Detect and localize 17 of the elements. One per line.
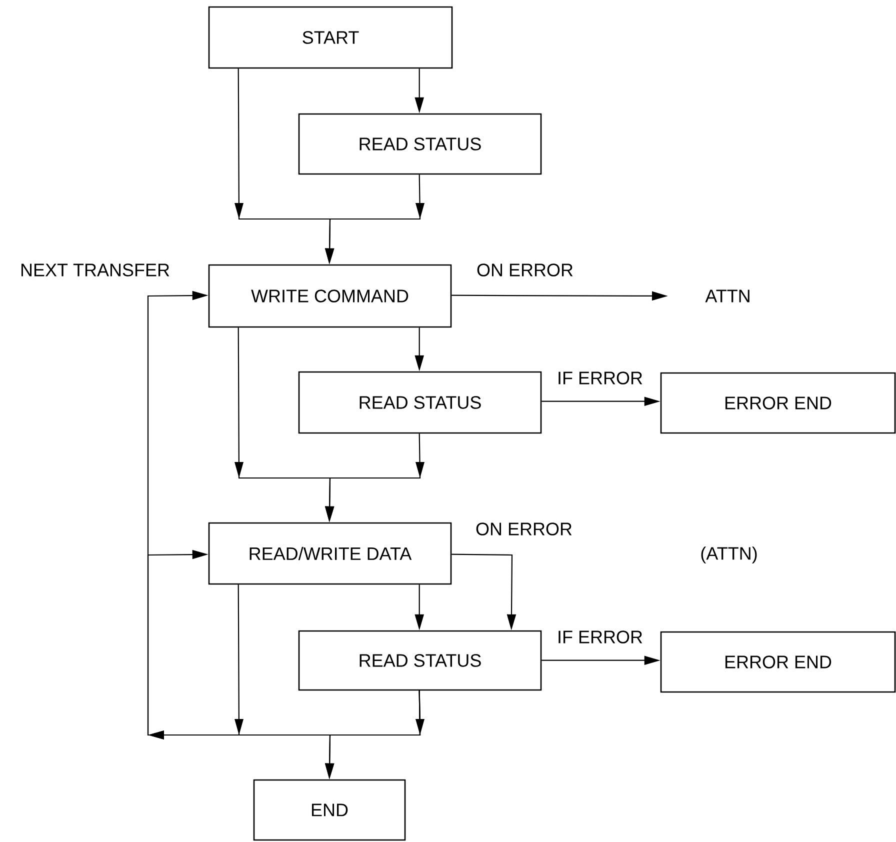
edge-label: NEXT TRANSFER: [19, 262, 172, 278]
process-box: READ STATUS: [298, 113, 542, 175]
terminal-label: ATTN: [705, 290, 750, 302]
edge-label: IF ERROR: [556, 630, 644, 644]
process-box: READ STATUS: [298, 630, 542, 691]
edge-label: IF ERROR: [556, 370, 644, 386]
process-box: ERROR END: [660, 372, 896, 434]
process-box: READ/WRITE DATA: [208, 522, 452, 585]
process-box: ERROR END: [660, 631, 896, 693]
process-box: END: [253, 779, 406, 841]
edge-label: ON ERROR: [476, 262, 574, 278]
arrow: [147, 550, 421, 740]
process-box: WRITE COMMAND: [208, 264, 452, 328]
process-box: START: [208, 6, 453, 69]
text-label: (ATTN): [701, 546, 757, 564]
edge-label: ON ERROR: [474, 522, 574, 536]
process-box: READ STATUS: [298, 371, 542, 434]
